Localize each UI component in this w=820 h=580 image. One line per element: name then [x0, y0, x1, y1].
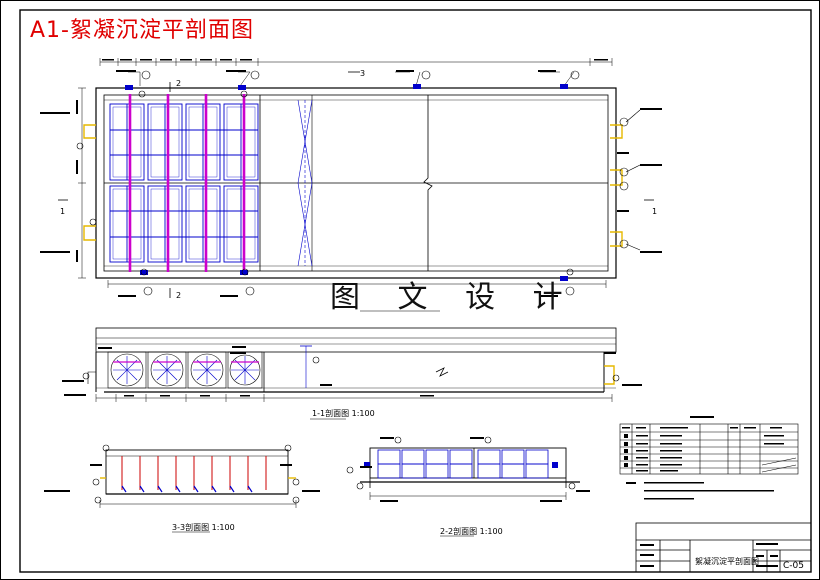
section-mark-1-right: 1: [652, 207, 657, 216]
plan-top-callouts: [116, 70, 580, 98]
section-3-3-label: 3-3剖面图 1:100: [172, 522, 235, 532]
title-block-text: [640, 543, 778, 567]
drawing-title: A1-絮凝沉淀平剖面图: [30, 18, 254, 43]
section-mark-2-bottom: 2: [176, 291, 181, 300]
plan-tank-outer-wall: [95, 87, 617, 279]
diffusion-wall: [297, 99, 313, 267]
section-1-1-view: [62, 310, 642, 420]
drawing-notes: [626, 482, 774, 500]
flocculation-cells-bottom: [109, 185, 259, 263]
material-table-text: [622, 416, 784, 472]
plan-top-dimension-text: [102, 59, 608, 61]
section-arrow-icon: [58, 71, 654, 298]
section-2-2-view: [346, 436, 590, 537]
plan-right-callouts: [617, 108, 662, 253]
flocculator-shafts: [128, 94, 246, 272]
section-mark-1-left: 1: [60, 207, 65, 216]
inlet-fittings-left: [83, 124, 96, 241]
flocculator-wheels: [107, 351, 263, 389]
flocculation-cells-top: [109, 103, 259, 181]
sheet-number: C-05: [783, 561, 804, 571]
section-1-1-label: 1-1剖面图 1:100: [312, 408, 375, 418]
outlet-fittings-right: [610, 124, 623, 247]
title-block: [635, 522, 812, 573]
plan-left-dimensions: [40, 87, 97, 279]
section-mark-2-top: 2: [176, 79, 181, 88]
drawing-frame: [19, 9, 812, 573]
section-2-2-label: 2-2剖面图 1:100: [440, 526, 503, 536]
section-mark-3-top: 3: [360, 69, 365, 78]
drawing-name: 絮凝沉淀平剖面图: [695, 557, 759, 566]
plan-break-line-icon: [423, 95, 433, 271]
callout-icon: [141, 70, 151, 80]
watermark-text: 图 文 设 计: [330, 280, 577, 315]
section-3-3-view: [44, 444, 320, 533]
material-table: [619, 423, 799, 475]
section1-break-line-icon: [435, 367, 449, 377]
plan-view: 1 1 2 2 3: [40, 58, 662, 300]
plan-bottom-callouts: [107, 268, 607, 297]
plan-top-dimension-chain: [99, 58, 613, 66]
